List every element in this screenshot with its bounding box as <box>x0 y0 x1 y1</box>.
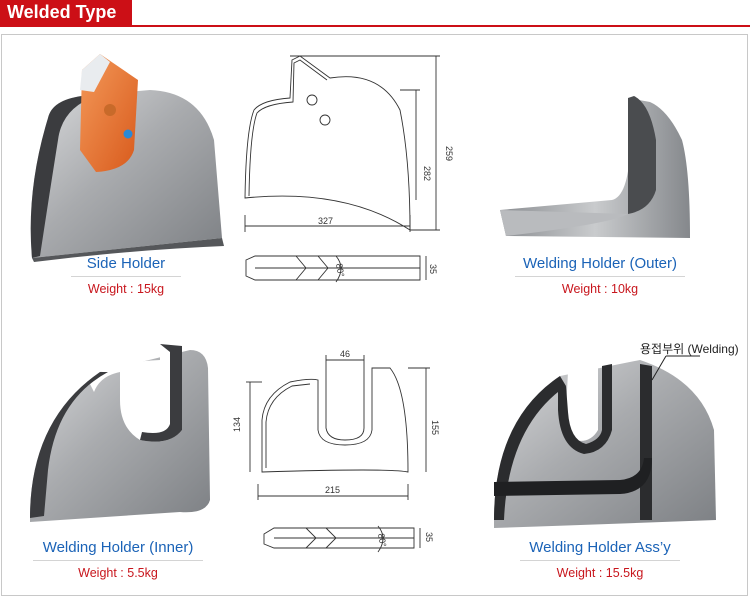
dim-inner-height-left: 134 <box>232 417 242 432</box>
inner-holder-drawing <box>246 355 430 553</box>
product-name-side-holder: Side Holder <box>86 255 166 272</box>
side-holder-drawing <box>244 55 440 283</box>
assy-holder-render <box>494 355 716 528</box>
product-name-assy-holder: Welding Holder Ass’y <box>529 539 671 556</box>
dim-inner-thickness: 35 <box>424 532 434 542</box>
section-title: Welded Type <box>0 0 132 25</box>
side-holder-render <box>30 54 224 262</box>
dim-side-angle: 80° <box>334 263 346 279</box>
dim-side-thickness: 35 <box>428 264 438 274</box>
dim-inner-width: 215 <box>325 485 340 495</box>
name-rule <box>33 560 203 561</box>
dim-inner-slot: 46 <box>340 349 350 359</box>
product-weight-outer-holder: Weight : 10kg <box>561 282 639 296</box>
dim-side-width: 327 <box>318 216 333 226</box>
welding-callout: 용접부위 (Welding) <box>640 342 739 356</box>
product-name-outer-holder: Welding Holder (Outer) <box>523 255 677 272</box>
dim-side-height-inner: 282 <box>422 166 432 181</box>
dim-side-height-outer: 259 <box>444 146 454 161</box>
dim-inner-angle: 80° <box>376 533 388 549</box>
name-rule <box>71 276 181 277</box>
inner-holder-render <box>30 344 210 522</box>
product-weight-assy-holder: Weight : 15.5kg <box>556 566 644 580</box>
header-rule <box>0 25 750 27</box>
name-rule <box>515 276 685 277</box>
product-weight-inner-holder: Weight : 5.5kg <box>78 566 158 580</box>
outer-holder-render <box>500 96 690 238</box>
product-weight-side-holder: Weight : 15kg <box>87 282 165 296</box>
product-name-inner-holder: Welding Holder (Inner) <box>42 539 194 556</box>
name-rule <box>520 560 680 561</box>
dim-inner-height-right: 155 <box>430 420 440 435</box>
